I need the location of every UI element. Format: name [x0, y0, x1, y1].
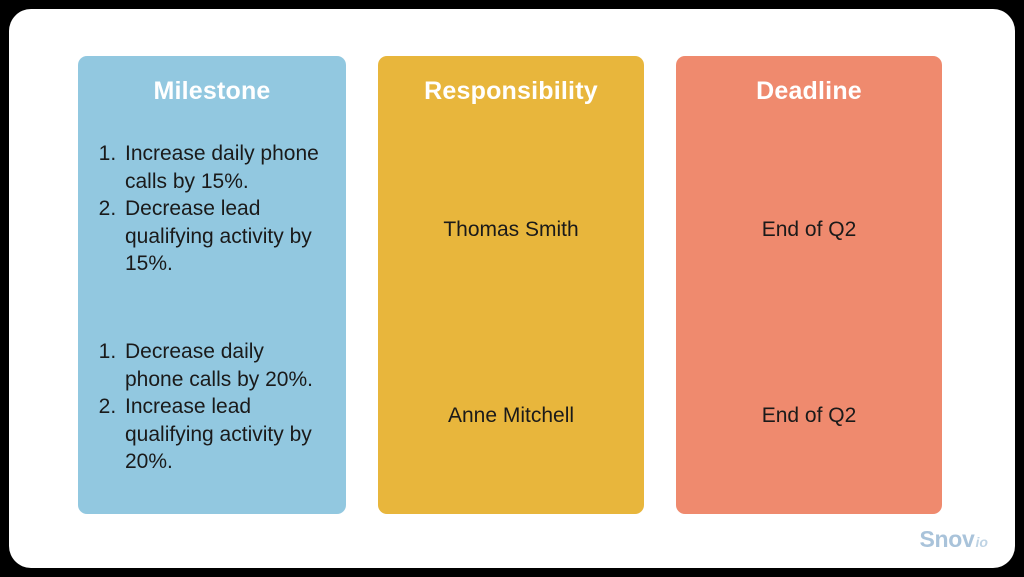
deadline-value-row-2: End of Q2 [761, 404, 857, 427]
table-row: Thomas Smith [378, 216, 644, 244]
column-body-milestone: Increase daily phone calls by 15%. Decre… [78, 126, 346, 514]
column-body-responsibility: Thomas Smith Anne Mitchell [378, 126, 644, 514]
list-item: Decrease daily phone calls by 20%. [122, 338, 328, 393]
snovio-logo: Snov io [920, 526, 988, 553]
milestone-table: Milestone Increase daily phone calls by … [78, 56, 952, 514]
column-header-responsibility: Responsibility [424, 77, 598, 105]
slide-canvas: Milestone Increase daily phone calls by … [9, 9, 1015, 568]
list-item: Increase daily phone calls by 15%. [122, 140, 328, 195]
deadline-value-row-1: End of Q2 [761, 218, 857, 241]
milestone-list-row-1: Increase daily phone calls by 15%. Decre… [78, 140, 346, 278]
table-row: End of Q2 [676, 402, 942, 430]
column-milestone: Milestone Increase daily phone calls by … [78, 56, 346, 514]
milestone-list-row-2: Decrease daily phone calls by 20%. Incre… [78, 338, 346, 476]
table-row: Increase daily phone calls by 15%. Decre… [78, 140, 346, 278]
snovio-logo-suffix: io [975, 534, 988, 550]
table-row: End of Q2 [676, 216, 942, 244]
column-deadline: Deadline End of Q2 End of Q2 [676, 56, 942, 514]
column-header-milestone: Milestone [153, 77, 271, 105]
list-item: Decrease lead qualifying activity by 15%… [122, 195, 328, 278]
table-row: Anne Mitchell [378, 402, 644, 430]
responsibility-value-row-1: Thomas Smith [443, 218, 579, 241]
column-header-deadline: Deadline [756, 77, 862, 105]
list-item: Increase lead qualifying activity by 20%… [122, 393, 328, 476]
table-row: Decrease daily phone calls by 20%. Incre… [78, 338, 346, 476]
responsibility-value-row-2: Anne Mitchell [447, 404, 575, 427]
column-responsibility: Responsibility Thomas Smith Anne Mitchel… [378, 56, 644, 514]
column-body-deadline: End of Q2 End of Q2 [676, 126, 942, 514]
snovio-logo-primary: Snov [919, 526, 975, 552]
